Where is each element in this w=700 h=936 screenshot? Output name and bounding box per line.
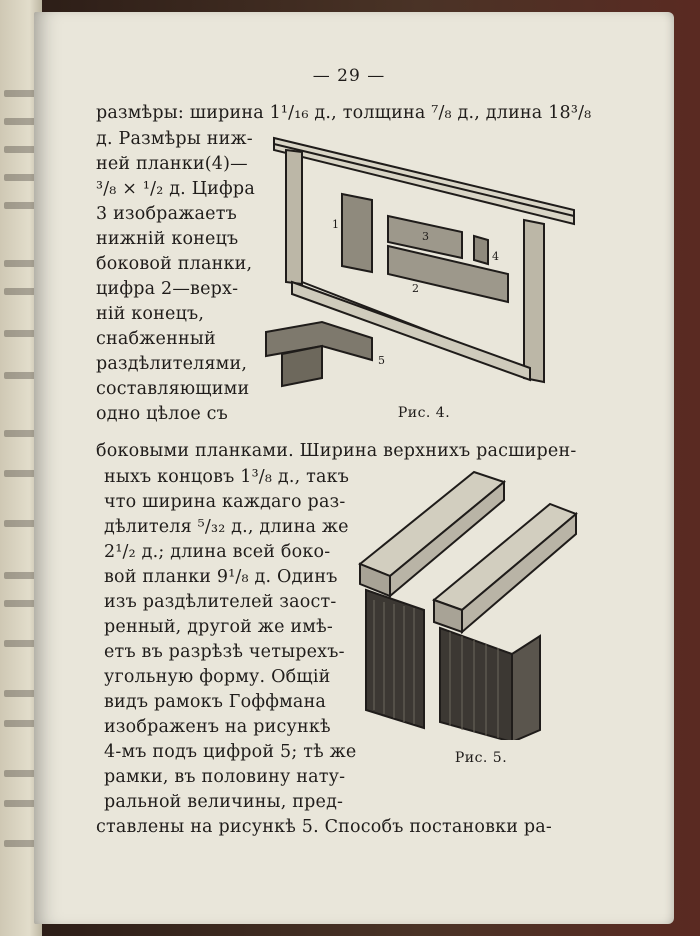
text-line: етъ въ разрѣзѣ четырехъ- <box>104 642 345 662</box>
text-line: изображенъ на рисункѣ <box>104 717 331 737</box>
text-line: рамки, въ половину нату- <box>104 767 346 787</box>
text-line: 4-мъ подъ цифрой 5; тѣ же <box>104 742 357 762</box>
figure-4-caption: Рис. 4. <box>397 405 451 421</box>
text-line: ній конецъ, <box>96 304 205 324</box>
text-line: 2¹/₂ д.; длина всей боко- <box>104 542 331 562</box>
text-line: угольную форму. Общій <box>104 667 331 687</box>
text-line: одно цѣлое съ <box>96 404 228 424</box>
fig4-label: 1 <box>332 218 339 231</box>
text-line: боковой планки, <box>96 254 253 274</box>
text-line: ренный, другой же имѣ- <box>104 617 333 637</box>
fig4-label: 4 <box>492 250 499 263</box>
fig4-label: 3 <box>422 230 429 243</box>
text-line: изъ раздѣлителей заост- <box>104 592 337 612</box>
text-line: вой планки 9¹/₈ д. Одинъ <box>104 567 338 587</box>
text-line: размѣры: ширина 1¹/₁₆ д., толщина ⁷/₈ д.… <box>96 103 592 123</box>
text-line: ставлены на рисункѣ 5. Способъ постановк… <box>96 817 553 837</box>
text-line: снабженный <box>96 329 216 349</box>
text-line: д. Размѣры ниж- <box>96 129 253 149</box>
page-number: — 29 — <box>312 66 386 86</box>
text-line: составляющими <box>96 379 250 399</box>
figure-5-caption: Рис. 5. <box>454 750 508 766</box>
text-line: ней планки(4)— <box>96 154 248 174</box>
text-line: 3 изображаетъ <box>96 204 237 224</box>
text-line: дѣлителя ⁵/₃₂ д., длина же <box>104 517 349 537</box>
text-line: цифра 2—верх- <box>96 279 239 299</box>
book-page: — 29 — размѣры: ширина 1¹/₁₆ д., толщина… <box>34 12 674 924</box>
text-line: видъ рамокъ Гоффмана <box>104 692 327 712</box>
text-line: ³/₈ ⨯ ¹/₂ д. Цифра <box>96 179 255 199</box>
figure-4-frame-drawing: 1 2 3 4 5 <box>262 132 582 392</box>
figure-5-frame-ends-drawing <box>354 460 594 744</box>
text-line: ныхъ концовъ 1³/₈ д., такъ <box>104 467 350 487</box>
text-line: раздѣлителями, <box>96 354 248 374</box>
fig4-label: 5 <box>378 354 385 367</box>
fig4-label: 2 <box>412 282 419 295</box>
text-line: боковыми планками. Ширина верхнихъ расши… <box>96 441 577 461</box>
text-line: ральной величины, пред- <box>104 792 344 812</box>
text-line: что ширина каждаго раз- <box>104 492 346 512</box>
text-line: нижній конецъ <box>96 229 239 249</box>
